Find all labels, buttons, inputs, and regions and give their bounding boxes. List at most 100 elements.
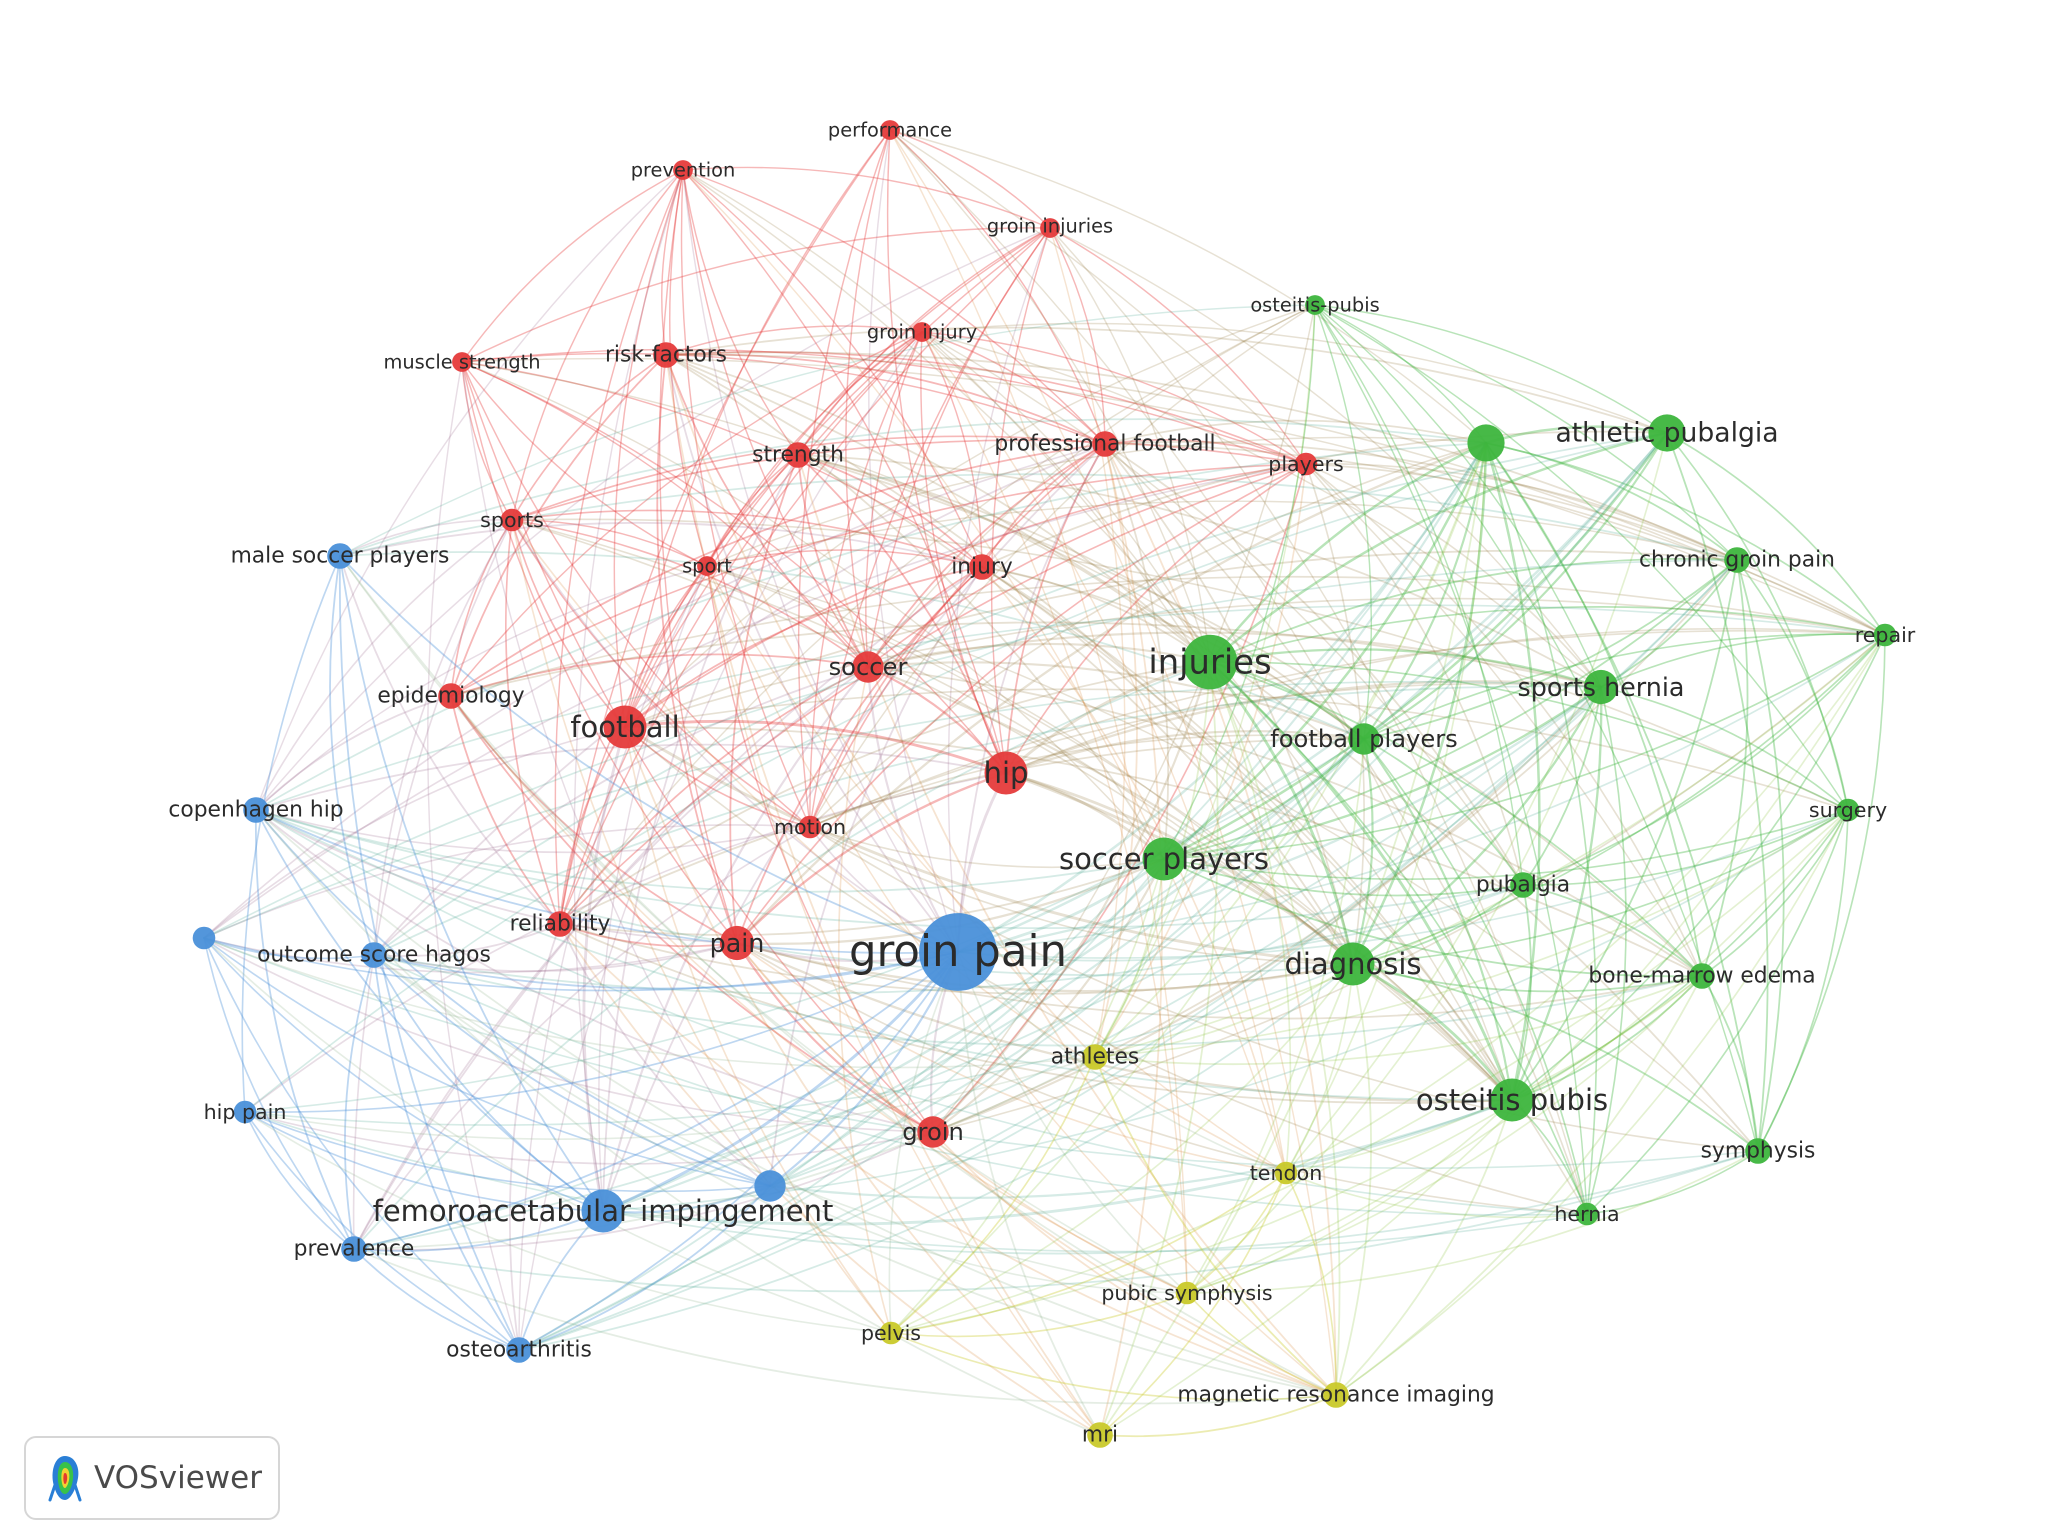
network-edge-5 [886,129,1007,774]
network-edge-389 [1363,738,1524,886]
node-strength[interactable] [785,442,811,468]
network-edge-65 [921,331,1602,688]
node-diagnosis[interactable] [1331,942,1375,986]
node-pain[interactable] [719,925,755,961]
network-edge-165 [511,519,959,953]
node-osteitis-pubis-top[interactable] [1305,295,1325,315]
node-symphysis[interactable] [1745,1138,1771,1164]
node-label-femoroacetabular-impingement: femoroacetabular impingement [373,1194,834,1228]
node-label-epidemiology: epidemiology [377,684,524,709]
network-edge-81 [461,357,1886,636]
network-edge-257 [559,304,1316,925]
network-edge-495 [244,1111,771,1193]
node-athletes[interactable] [1082,1044,1108,1070]
node-pubic-symphysis[interactable] [1175,1281,1199,1305]
node-prevention[interactable] [673,160,693,180]
network-edge-204 [866,661,1366,741]
network-edge-406 [957,809,1849,959]
network-edge-39 [706,227,1051,567]
node-osteitis-pubis[interactable] [1490,1078,1534,1122]
node-professional-football[interactable] [1092,431,1118,457]
network-edge-167 [511,519,1287,1174]
network-edge-18 [682,169,799,456]
node-magnetic-resonance-imaging[interactable] [1323,1382,1349,1408]
node-femoroacetabular-impingement[interactable] [581,1189,625,1233]
network-edge-69 [921,331,1287,1174]
node-label-muscle-strength: muscle strength [383,351,540,374]
node-male-soccer-players[interactable] [327,543,353,569]
node-injury[interactable] [969,554,995,580]
network-edge-330 [1666,432,1849,811]
network-edge-492 [957,951,1188,1294]
node-groin-injury[interactable] [912,322,932,342]
network-edge-427 [1352,963,1759,1152]
node-green-unlabeled[interactable] [1467,424,1505,462]
node-hernia[interactable] [1575,1202,1599,1226]
node-tendon[interactable] [1274,1161,1298,1185]
node-muscle-strength[interactable] [452,352,472,372]
node-injuries[interactable] [1182,634,1238,690]
node-prevalence[interactable] [341,1236,367,1262]
node-hip-pain[interactable] [233,1100,257,1124]
node-label-repair: repair [1855,623,1916,647]
node-osteoarthritis[interactable] [506,1337,532,1363]
node-blue-unlabeled[interactable] [192,926,216,950]
node-groin-pain[interactable] [919,913,997,991]
network-edge-341 [1363,559,1738,740]
node-sports-hernia[interactable] [1583,669,1619,705]
node-surgery[interactable] [1836,798,1860,822]
network-edge-390 [1351,737,1374,966]
network-edge-60 [920,331,1007,774]
network-edge-421 [1511,884,1532,1101]
network-edge-53 [921,331,1106,445]
node-label-football: football [570,710,679,744]
node-bone-marrow-edema[interactable] [1689,963,1715,989]
network-edge-440 [1186,975,1703,1294]
network-edge-400 [1522,809,1849,886]
node-pelvis[interactable] [879,1321,903,1345]
network-edge-306 [1094,304,1316,1058]
network-edge-359 [255,604,1886,811]
node-risk-factors[interactable] [653,342,679,368]
node-sports[interactable] [500,508,524,532]
node-epidemiology[interactable] [438,683,464,709]
node-performance[interactable] [880,120,900,140]
node-football-players[interactable] [1348,723,1380,755]
network-edge-158 [505,519,561,925]
network-edge-220 [624,726,811,828]
network-edge-344 [1701,559,1749,977]
node-blue-unlabeled-2[interactable] [754,1170,786,1202]
network-edge-20 [511,169,684,521]
node-athletic-pubalgia[interactable] [1648,414,1686,452]
network-edge-161 [511,519,1513,1101]
node-players[interactable] [1294,452,1318,476]
node-outcome-score-hagos[interactable] [361,942,387,968]
node-groin-injuries[interactable] [1040,218,1060,238]
network-edge-101 [665,354,1101,1436]
network-edge-23 [682,169,869,668]
network-edge-133 [1094,443,1138,1058]
network-edge-14 [889,129,1337,1396]
node-soccer[interactable] [852,651,884,683]
network-edge-263 [339,555,561,925]
node-motion[interactable] [798,815,822,839]
network-edge-131 [957,443,1106,953]
node-chronic-groin-pain[interactable] [1724,547,1750,573]
network-edge-483 [373,954,520,1351]
node-repair[interactable] [1873,623,1897,647]
node-pubalgia[interactable] [1510,872,1536,898]
network-edge-140 [1005,463,1307,774]
node-copenhagen-hip[interactable] [243,797,269,823]
network-edge-201 [867,304,1316,668]
node-soccer-players[interactable] [1142,837,1186,881]
node-groin[interactable] [917,1116,949,1148]
node-mri[interactable] [1087,1422,1113,1448]
network-edge-320 [956,441,1488,954]
node-reliability[interactable] [547,911,573,937]
node-sport[interactable] [697,556,717,576]
node-football[interactable] [603,705,647,749]
node-hip[interactable] [984,751,1028,795]
network-edge-1 [889,129,1051,229]
network-edge-244 [809,304,1316,828]
